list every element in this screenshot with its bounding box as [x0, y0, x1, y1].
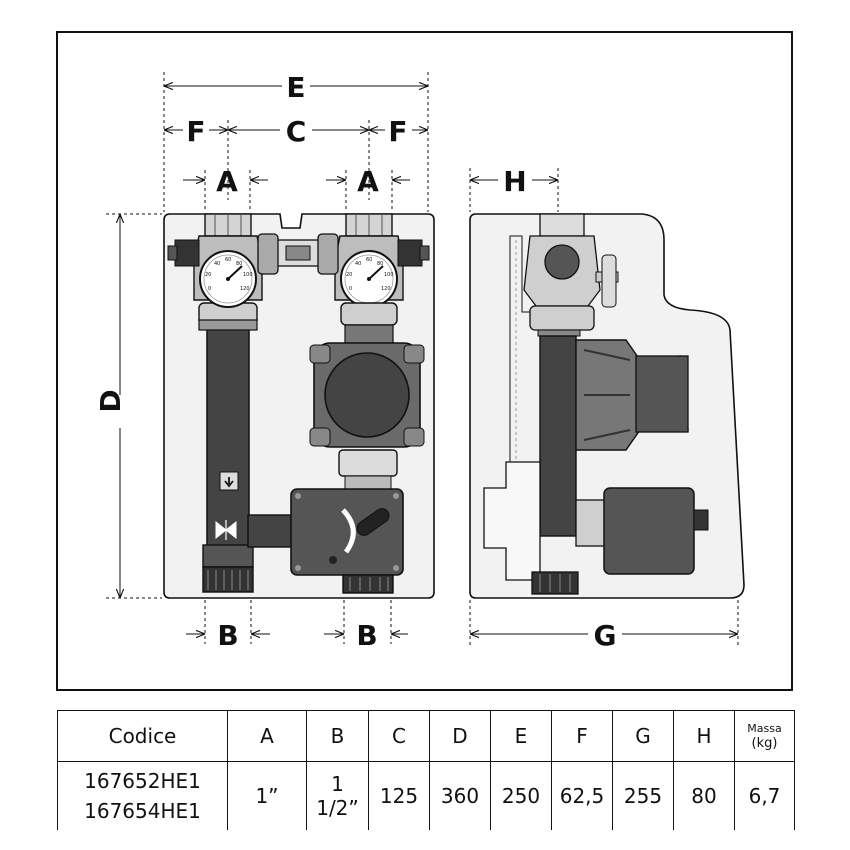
cell-d: 360 [429, 761, 491, 830]
cell-h: 80 [673, 761, 735, 830]
dim-label-A-right: A [357, 165, 379, 198]
svg-text:100: 100 [243, 272, 253, 278]
side-mixing-valve [575, 499, 607, 547]
mixing-valve-actuator [290, 488, 404, 576]
col-header-codice: Codice [57, 710, 228, 762]
dim-label-G: G [594, 619, 617, 652]
dim-label-F-right: F [388, 115, 407, 148]
dim-label-D: D [94, 389, 127, 412]
col-header-c: C [368, 710, 430, 762]
cell-g: 255 [612, 761, 674, 830]
col-header-d: D [429, 710, 491, 762]
svg-text:80: 80 [236, 261, 242, 267]
col-header-a: A [227, 710, 307, 762]
flow-arrow-down-icon [219, 471, 239, 491]
svg-text:20: 20 [205, 272, 211, 278]
right-union-nut [340, 302, 398, 326]
dim-label-F-left: F [186, 115, 205, 148]
svg-text:60: 60 [225, 257, 231, 263]
svg-text:80: 80 [377, 261, 383, 267]
side-pipe [539, 335, 577, 537]
col-header-f: F [551, 710, 613, 762]
side-threaded-connection [531, 571, 579, 595]
left-threaded-connection [202, 566, 254, 593]
svg-text:120: 120 [381, 286, 391, 292]
technical-drawing: 0 20 40 60 80 100 120 0 20 40 60 80 100 … [56, 31, 793, 691]
cell-massa: 6,7 [734, 761, 795, 830]
svg-text:40: 40 [355, 261, 361, 267]
side-pump [575, 339, 689, 451]
side-actuator [603, 487, 695, 575]
left-pipe-lower [202, 544, 254, 568]
svg-text:60: 60 [366, 257, 372, 263]
cell-codice: 167652HE1 167654HE1 [57, 761, 228, 830]
left-return-pipe [206, 319, 250, 576]
svg-text:0: 0 [208, 286, 211, 292]
right-thermometer: 0 20 40 60 80 100 120 [340, 250, 398, 308]
svg-text:0: 0 [349, 286, 352, 292]
col-header-g: G [612, 710, 674, 762]
side-view [469, 213, 745, 599]
dim-label-C: C [286, 115, 307, 148]
svg-text:120: 120 [240, 286, 250, 292]
col-header-massa: Massa (kg) [734, 710, 795, 762]
dim-label-H: H [503, 165, 526, 198]
code-2: 167654HE1 [84, 799, 201, 823]
left-thermometer: 0 20 40 60 80 100 120 [199, 250, 257, 308]
cell-e: 250 [490, 761, 552, 830]
svg-text:40: 40 [214, 261, 220, 267]
svg-text:100: 100 [384, 272, 394, 278]
table-row: 167652HE1 167654HE1 1” 1 1/2” 125 360 25… [57, 761, 795, 830]
side-union [529, 305, 595, 331]
dim-label-A-left: A [216, 165, 238, 198]
cell-f: 62,5 [551, 761, 613, 830]
massa-unit: (kg) [751, 736, 778, 751]
dim-label-E: E [286, 71, 305, 104]
dim-label-B-right: B [356, 619, 377, 652]
svg-text:20: 20 [346, 272, 352, 278]
pump-lower-nut [338, 449, 398, 477]
col-header-h: H [673, 710, 735, 762]
spec-table: Codice A B C D E F G H Massa (kg) 167652… [57, 710, 795, 830]
col-header-e: E [490, 710, 552, 762]
code-1: 167652HE1 [84, 769, 201, 793]
circulator-pump [309, 342, 425, 448]
front-view: 0 20 40 60 80 100 120 0 20 40 60 80 100 … [163, 213, 435, 599]
left-side-handle [174, 239, 200, 267]
dim-label-B-left: B [217, 619, 238, 652]
massa-label: Massa [747, 722, 782, 735]
cell-c: 125 [368, 761, 430, 830]
table-header-row: Codice A B C D E F G H Massa (kg) [57, 710, 795, 762]
cell-b: 1 1/2” [306, 761, 369, 830]
cell-a: 1” [227, 761, 307, 830]
right-side-handle [397, 239, 423, 267]
dimension-lines [106, 72, 739, 646]
col-header-b: B [306, 710, 369, 762]
drawing-frame [56, 31, 793, 691]
thermostatic-valve-icon [215, 520, 237, 540]
side-top-nut [539, 213, 585, 237]
